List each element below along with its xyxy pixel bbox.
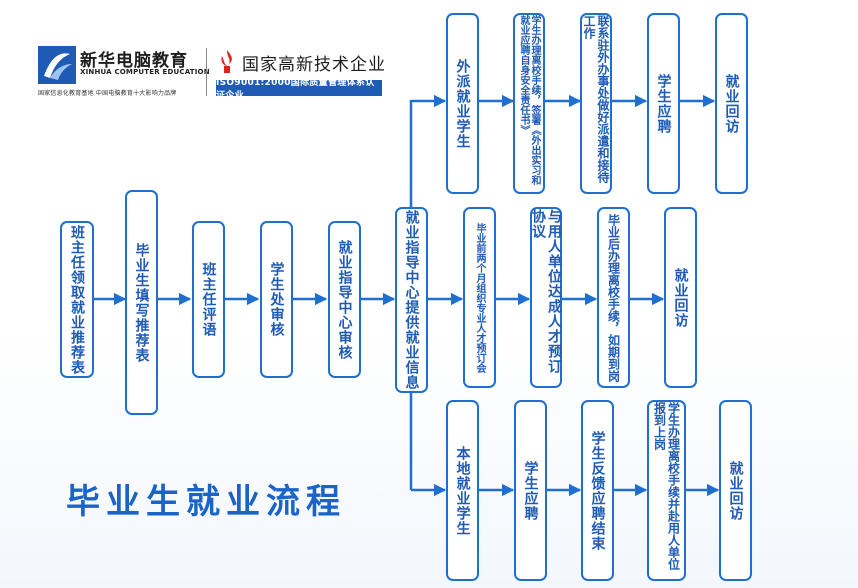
step-label: 就业指导中心提供就业信息: [403, 210, 420, 390]
logo-divider: [206, 48, 207, 96]
step-label: 就业指导中心审核: [336, 239, 353, 360]
step-box: 毕业生填写推荐表: [125, 190, 158, 415]
middle-branch-box: 毕业前两个月组织专业人才预订会: [463, 207, 496, 388]
bottom-branch-box: 学生应聘: [514, 400, 547, 581]
step-label: 班主任评语: [200, 262, 217, 337]
step-label: 学生处审核: [268, 262, 285, 337]
middle-branch-box: 毕业后办理离校手续，如期到岗: [597, 207, 630, 388]
enterprise-label: 国家高新技术企业: [242, 55, 386, 75]
bottom-branch-box: 学生反馈应聘结束: [581, 400, 614, 581]
step-label: 联系驻外办事处做好派遣和接待工作: [582, 15, 610, 183]
top-branch-box: 就业回访: [715, 13, 748, 194]
top-branch-box: 学生办理离校手续，签署《外出实习和就业应聘自身安全责任书》: [513, 13, 545, 194]
step-label: 毕业后办理离校手续，如期到岗: [606, 213, 621, 382]
bottom-branch-box: 本地就业学生: [446, 400, 479, 581]
step-label: 毕业生填写推荐表: [133, 242, 150, 363]
info-center-box: 就业指导中心提供就业信息: [395, 207, 428, 393]
logo-english: XINHUA COMPUTER EDUCATION: [80, 68, 210, 76]
step-label: 就业回访: [672, 267, 689, 328]
torch-icon: [221, 50, 232, 73]
logo-name: 新华电脑教育: [80, 51, 188, 71]
step-label: 学生反馈应聘结束: [589, 430, 606, 551]
step-label: 毕业前两个月组织专业人才预订会: [474, 222, 485, 373]
bottom-branch-box: 学生办理离校手续并赴用人单位报到上岗: [647, 400, 686, 581]
step-label: 就业回访: [723, 73, 740, 134]
step-box: 学生处审核: [260, 221, 293, 378]
xinhua-logo-icon: [38, 46, 76, 84]
step-label: 本地就业学生: [454, 445, 471, 536]
step-label: 外派就业学生: [454, 58, 471, 149]
logo-tagline: 国家信息化教育基地 中国电脑教育十大影响力品牌: [38, 90, 177, 97]
step-box: 就业指导中心审核: [328, 221, 361, 378]
top-branch-box: 外派就业学生: [446, 13, 479, 194]
step-label: 班主任领取就业推荐表: [69, 224, 85, 375]
top-branch-box: 学生应聘: [647, 13, 680, 194]
middle-branch-box: 与用人单位达成人才预订协议: [530, 207, 562, 388]
page-title: 毕业生就业流程: [66, 482, 346, 522]
bottom-branch-box: 就业回访: [719, 400, 752, 581]
step-label: 学生办理离校手续，签署《外出实习和就业应聘自身安全责任书》: [518, 15, 540, 185]
step-label: 与用人单位达成人才预订协议: [530, 209, 562, 374]
step-box: 班主任评语: [192, 221, 225, 378]
step-box: 班主任领取就业推荐表: [60, 221, 94, 378]
top-branch-box: 联系驻外办事处做好派遣和接待工作: [580, 13, 612, 194]
step-label: 就业回访: [727, 460, 744, 521]
step-label: 学生应聘: [655, 73, 672, 134]
step-label: 学生办理离校手续并赴用人单位报到上岗: [652, 402, 681, 570]
step-label: 学生应聘: [522, 460, 539, 521]
middle-branch-box: 就业回访: [664, 207, 697, 388]
